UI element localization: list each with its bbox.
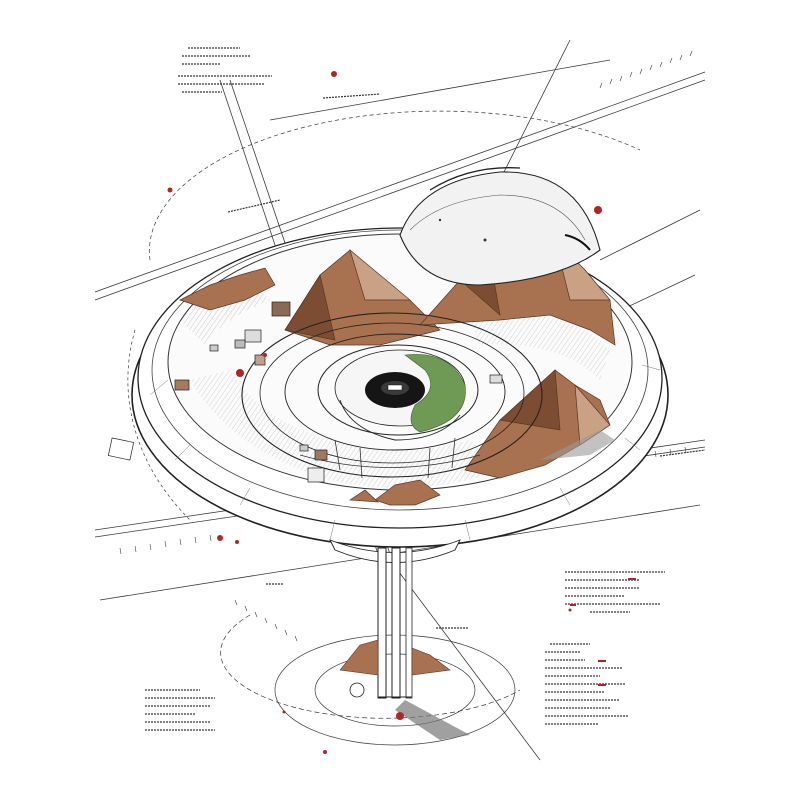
dome-module (399, 167, 601, 286)
legend-marks (570, 578, 636, 686)
crater-pit-icon (339, 354, 466, 441)
mountain-shadow (540, 430, 615, 460)
illegible-label-marks (145, 47, 706, 731)
sphere-node-icon (349, 682, 365, 698)
base-terrain (339, 639, 470, 740)
support-pillar (329, 539, 461, 699)
structure-block-icon (107, 301, 503, 483)
marker-dot-icon (167, 71, 602, 754)
